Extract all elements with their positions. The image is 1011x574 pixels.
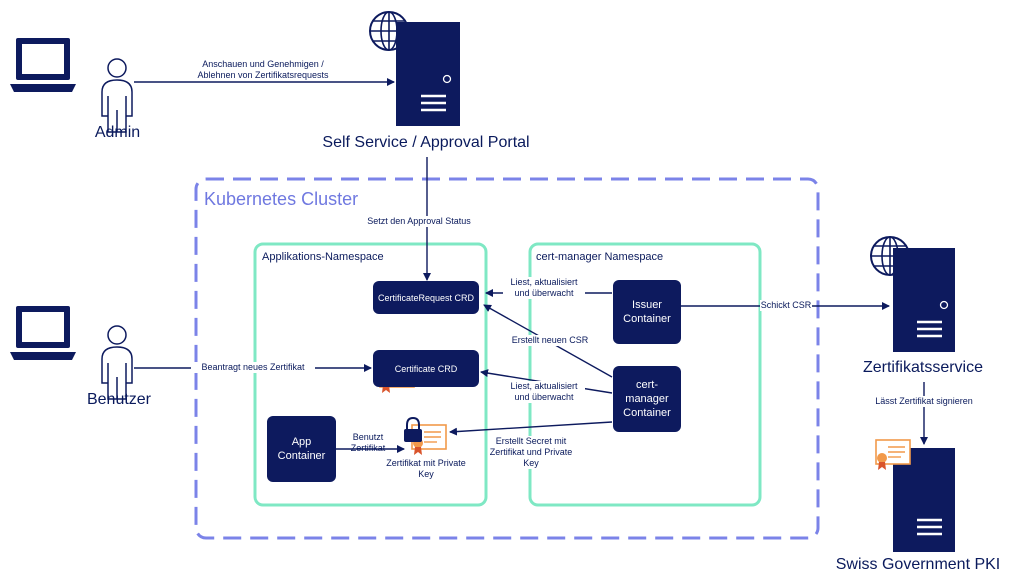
benutzer-person-icon bbox=[101, 325, 133, 400]
admin-laptop-icon bbox=[10, 38, 76, 92]
issuer-container-box[interactable]: Issuer Container bbox=[613, 280, 681, 344]
cm-namespace-label: cert-manager Namespace bbox=[536, 251, 664, 263]
cluster-label: Kubernetes Cluster bbox=[204, 189, 359, 209]
app-container-box[interactable]: App Container bbox=[267, 416, 336, 482]
zertifikatsservice-label: Zertifikatsservice bbox=[862, 359, 984, 376]
issuer-reads-label: Liest, aktualisiert und überwacht bbox=[503, 277, 585, 299]
creates-secret-label: Erstellt Secret mit Zertifikat und Priva… bbox=[489, 436, 573, 469]
certificate-request-crd-box[interactable]: CertificateRequest CRD bbox=[373, 281, 479, 314]
signs-label: Lässt Zertifikat signieren bbox=[862, 396, 986, 407]
sends-csr-label: Schickt CSR bbox=[760, 300, 812, 311]
benutzer-action-label: Beantragt neues Zertifikat bbox=[191, 362, 315, 373]
cert-manager-container-box[interactable]: cert-manager Container bbox=[613, 366, 681, 432]
pki-server-icon bbox=[893, 448, 955, 552]
approval-status-label: Setzt den Approval Status bbox=[354, 216, 484, 227]
admin-person-icon bbox=[101, 58, 133, 133]
service-server-icon bbox=[893, 248, 955, 352]
lock-icon bbox=[404, 416, 422, 442]
cm-namespace-border bbox=[528, 242, 762, 507]
benutzer-laptop-icon bbox=[10, 306, 76, 360]
kubernetes-cluster-border bbox=[194, 177, 820, 540]
admin-label: Admin bbox=[94, 124, 141, 141]
cm-reads-label: Liest, aktualisiert und überwacht bbox=[503, 381, 585, 403]
creates-csr-label: Erstellt neuen CSR bbox=[500, 335, 600, 346]
app-namespace-label: Applikations-Namespace bbox=[262, 251, 384, 263]
certificate-with-key-label: Zertifikat mit Private Key bbox=[386, 458, 466, 479]
benutzer-label: Benutzer bbox=[86, 391, 152, 408]
uses-certificate-label: Benutzt Zertifikat bbox=[350, 432, 386, 453]
portal-server-icon bbox=[396, 22, 460, 126]
pki-label: Swiss Government PKI bbox=[835, 556, 1001, 573]
arrow-cm-secret bbox=[449, 421, 613, 436]
portal-label: Self Service / Approval Portal bbox=[322, 134, 530, 151]
certificate-crd-box[interactable]: Certificate CRD bbox=[373, 350, 479, 387]
admin-action-label: Anschauen und Genehmigen / Ablehnen von … bbox=[196, 59, 330, 81]
